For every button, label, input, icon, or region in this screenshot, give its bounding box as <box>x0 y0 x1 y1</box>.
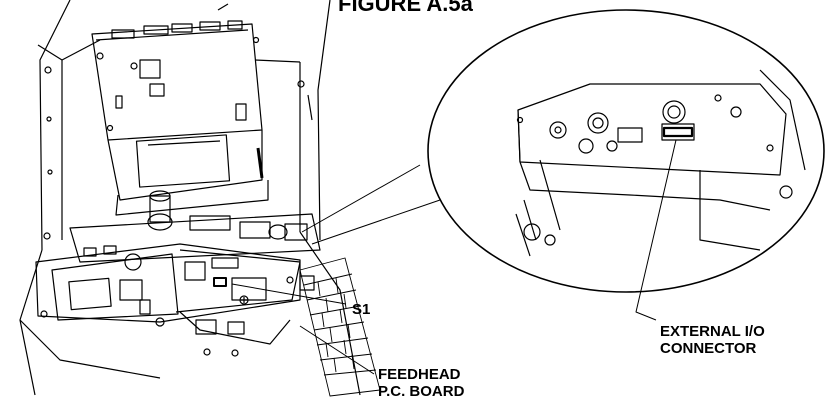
cabinet-housing <box>19 0 361 396</box>
upper-door-panel <box>91 20 269 216</box>
external-io-connector-label: EXTERNAL I/O CONNECTOR <box>660 323 765 357</box>
figure-title: FIGURE A.5a <box>338 0 473 16</box>
feedhead-pc-board-label: FEEDHEAD P.C. BOARD <box>378 366 464 400</box>
s1-label: S1 <box>352 301 370 318</box>
external-io-label-line1: EXTERNAL I/O <box>660 323 765 340</box>
zoom-callout-lines <box>301 164 441 245</box>
middle-shelf <box>69 190 321 263</box>
feedhead-pc-board <box>35 243 315 357</box>
detail-view <box>427 9 825 293</box>
feedhead-label-line1: FEEDHEAD <box>378 366 461 383</box>
s1-label-text: S1 <box>352 301 371 318</box>
leader-lines <box>231 139 677 375</box>
external-io-label-line2: CONNECTOR <box>660 340 757 357</box>
feedhead-label-line2: P.C. BOARD <box>378 383 465 400</box>
brick-pattern <box>299 257 381 397</box>
